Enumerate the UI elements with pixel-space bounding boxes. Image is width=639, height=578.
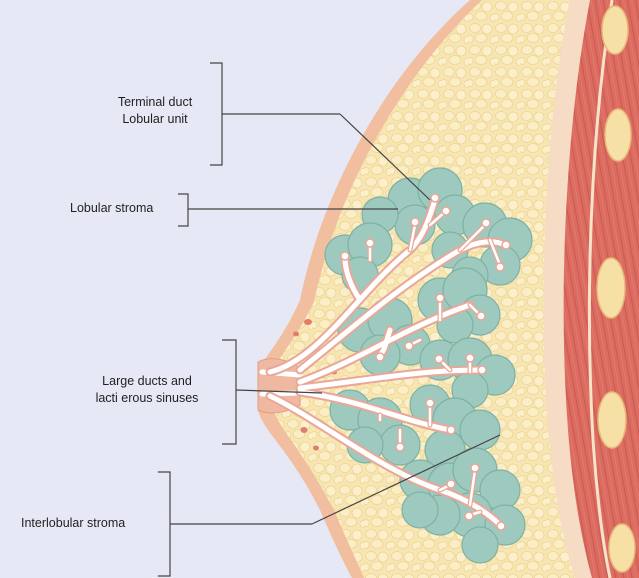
- label-large-ducts-line2: lacti erous sinuses: [82, 390, 212, 407]
- label-large-ducts-line1: Large ducts and: [82, 373, 212, 390]
- label-interlobular-stroma: Interlobular stroma: [21, 515, 125, 532]
- label-lobular-stroma: Lobular stroma: [70, 200, 153, 217]
- label-terminal-duct-lobular-unit: Terminal duct Lobular unit: [100, 94, 210, 128]
- label-large-ducts: Large ducts and lacti erous sinuses: [82, 373, 212, 407]
- label-tdlu-line2: Lobular unit: [100, 111, 210, 128]
- label-tdlu-line1: Terminal duct: [100, 94, 210, 111]
